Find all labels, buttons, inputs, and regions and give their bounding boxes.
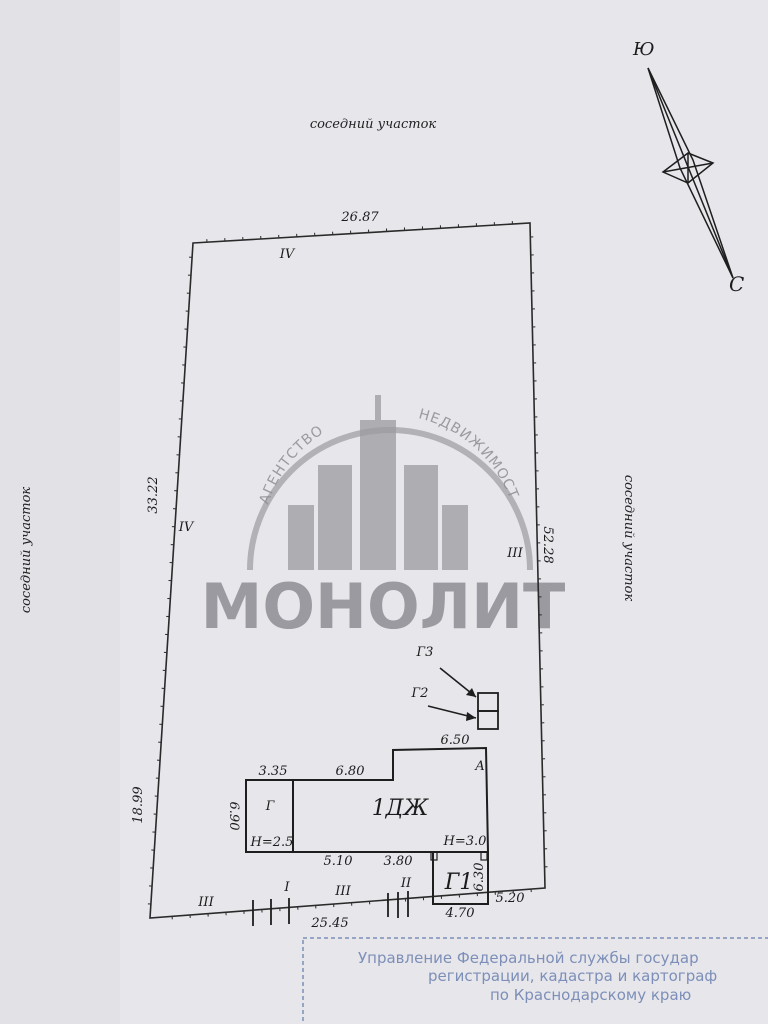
boundary-ticks — [147, 221, 548, 920]
compass — [647, 67, 734, 279]
mark-left: IV — [178, 520, 195, 535]
compass-cross — [662, 153, 714, 183]
stamp-line-2: регистрации, кадастра и картограф — [428, 967, 717, 985]
dim-house-bottom-mid: 3.80 — [384, 854, 413, 869]
watermark-buildings-icon — [288, 395, 468, 570]
dim-right: 52.28 — [540, 526, 555, 563]
dim-bottom: 25.45 — [310, 916, 348, 931]
label-g: Г — [265, 799, 275, 814]
dim-house-top-right: 6.50 — [441, 733, 470, 748]
label-a: А — [474, 759, 485, 774]
compass-south: Ю — [632, 39, 654, 60]
stamp-line-3: по Краснодарскому краю — [490, 986, 691, 1004]
dim-house-top-mid: 6.80 — [336, 764, 365, 779]
dim-g1-bottom: 4.70 — [445, 906, 475, 921]
dim-left-upper: 33.22 — [146, 476, 161, 513]
g1-corner-a — [430, 851, 438, 861]
dim-top: 26.87 — [340, 210, 379, 225]
neighbor-left: соседний участок — [19, 487, 34, 614]
label-main-house: 1ДЖ — [372, 796, 430, 821]
dim-bottom-right: 5.20 — [496, 891, 525, 906]
watermark-brand: МОНОЛИТ — [201, 570, 566, 643]
building-g1 — [432, 851, 489, 905]
mark-bottom-ii: II — [400, 876, 412, 891]
mark-top: IV — [279, 247, 296, 262]
paper-shadow — [0, 0, 120, 1024]
compass-needle-line — [647, 67, 734, 279]
label-g3: Г3 — [416, 645, 434, 660]
plot-boundary — [149, 222, 546, 919]
arrow-g2-head — [466, 712, 476, 721]
compass-north: С — [729, 272, 744, 296]
watermark-ring — [247, 427, 533, 571]
dim-house-bottom-left: 5.10 — [324, 854, 353, 869]
stamp-box — [302, 937, 768, 1024]
neighbor-right: соседний участок — [621, 475, 636, 602]
building-g — [245, 779, 294, 853]
gate-marks — [252, 891, 409, 926]
dim-left-lower: 18.99 — [131, 786, 146, 823]
mark-bottom-mid: III — [334, 884, 351, 899]
building-g2 — [477, 710, 499, 730]
neighbor-top: соседний участок — [310, 117, 437, 132]
mark-bottom-i: I — [283, 880, 290, 895]
label-g2: Г2 — [411, 686, 429, 701]
g1-corner-b — [480, 851, 488, 861]
label-g1: Г1 — [444, 870, 474, 895]
label-main-height: H=3.0 — [443, 834, 487, 849]
label-garage-height: H=2.5 — [250, 835, 294, 850]
dim-garage-side: 6.90 — [226, 802, 241, 831]
stamp-line-1: Управление Федеральной службы государ — [358, 949, 699, 967]
dim-garage-top: 3.35 — [259, 764, 288, 779]
mark-bottom-left: III — [197, 895, 214, 910]
arrow-g3-head — [466, 688, 476, 697]
dim-g1-side: 6.30 — [472, 863, 487, 892]
mark-right: III — [506, 546, 523, 561]
